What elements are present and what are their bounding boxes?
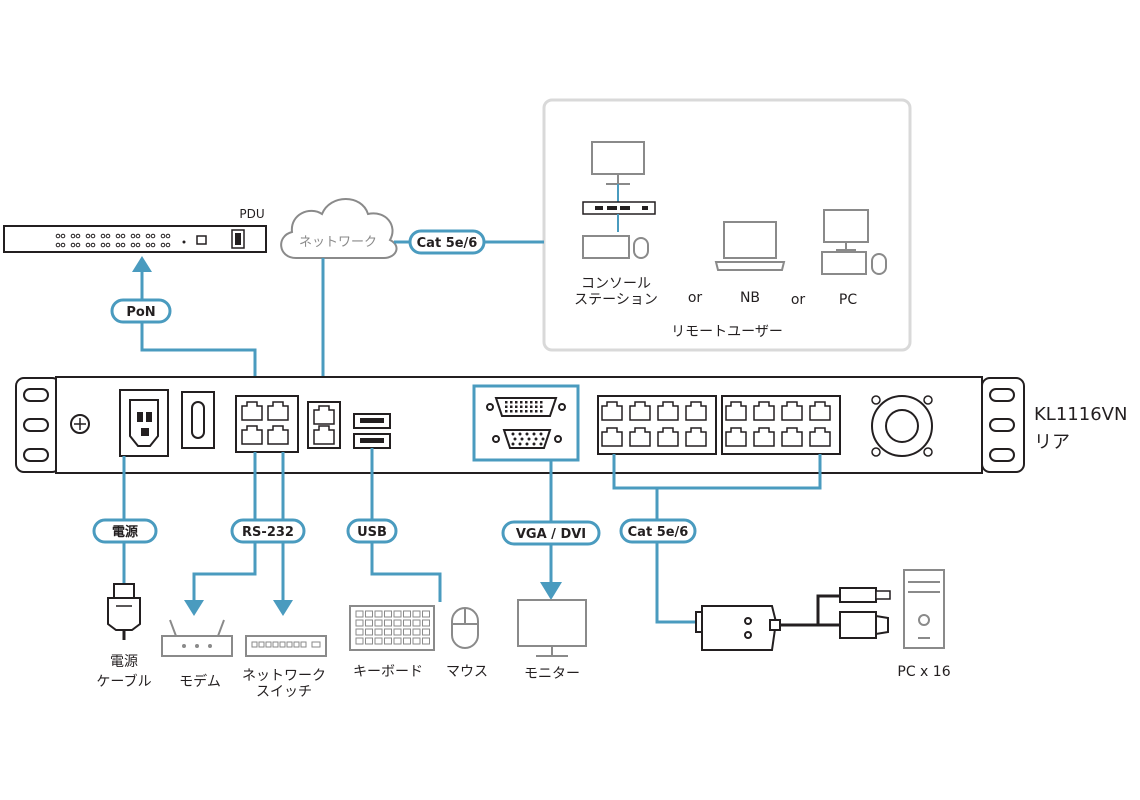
kvm-rear-panel: [15, 376, 1025, 474]
power-switch-icon: [181, 391, 215, 449]
remote-users-label: リモートユーザー: [671, 324, 783, 340]
rj45-port-icon: [657, 401, 679, 421]
rj45-port-icon: [725, 401, 747, 421]
pc-count-label: PC x 16: [897, 664, 950, 680]
console-station-label-2: ステーション: [574, 292, 658, 308]
rj45-port-icon: [753, 427, 775, 447]
pdu-device: PDU: [3, 207, 267, 253]
rj45-port-icon: [753, 401, 775, 421]
keyboard-icon: [349, 605, 435, 651]
rj45-port-icon: [313, 425, 335, 445]
monitor-label: モニター: [524, 666, 580, 682]
pc-label: PC: [839, 292, 857, 308]
network-ports: [313, 405, 335, 445]
fan-icon: [871, 395, 933, 457]
pon-pill-label: PoN: [126, 305, 155, 320]
usb-pill-label: USB: [357, 525, 387, 540]
rs232-pill-label: RS-232: [242, 525, 294, 540]
rj45-port-icon: [809, 401, 831, 421]
network-switch-icon: [245, 635, 327, 657]
cat-bottom-pill-label: Cat 5e/6: [628, 525, 689, 540]
pdu-label: PDU: [239, 207, 264, 221]
ground-screw-icon: [70, 414, 90, 434]
rj45-port-icon: [313, 405, 335, 425]
console-station-label-1: コンソール: [581, 276, 651, 292]
keyboard-label: キーボード: [353, 664, 423, 680]
rs232-ports: [241, 401, 289, 445]
rj45-port-icon: [809, 427, 831, 447]
power-pill: 電源: [92, 518, 158, 544]
rj45-port-icon: [685, 427, 707, 447]
modem-icon: [161, 619, 233, 657]
network-label: ネットワーク: [299, 235, 377, 250]
rj45-port-icon: [267, 425, 289, 445]
modem-label: モデム: [179, 673, 221, 690]
power-plug-icon: [107, 583, 141, 640]
usb-ports: [353, 413, 391, 449]
network-cloud-icon: ネットワーク: [280, 198, 398, 259]
rj45-port-icon: [601, 401, 623, 421]
kvm-ports: [601, 401, 831, 447]
product-side-label: リア: [1034, 432, 1070, 453]
pdu-outlets: [55, 233, 171, 248]
product-model-label: KL1116VN: [1034, 404, 1127, 425]
cat-top-pill-label: Cat 5e/6: [417, 236, 478, 251]
remote-users-panel: コンソール ステーション or NB or PC リモートユーザー: [542, 98, 912, 352]
rj45-port-icon: [781, 427, 803, 447]
rj45-port-icon: [601, 427, 623, 447]
nb-label: NB: [740, 290, 760, 306]
kvm-adapter-cable-icon: [695, 587, 891, 651]
rj45-port-icon: [781, 401, 803, 421]
rj45-port-icon: [629, 427, 651, 447]
dvi-port-icon: [486, 397, 566, 417]
or-label-2: or: [791, 292, 806, 308]
power-cable-label-1: 電源: [110, 654, 138, 670]
pc-tower-icon: [903, 569, 945, 649]
network-switch-label-2: スイッチ: [256, 684, 312, 700]
rj45-port-icon: [657, 427, 679, 447]
rj45-port-icon: [267, 401, 289, 421]
usb-pill: USB: [346, 518, 398, 544]
desktop-pc-icon: [821, 209, 887, 275]
mouse-icon: [451, 607, 479, 649]
vga-dvi-pill: VGA / DVI: [501, 520, 601, 546]
rj45-port-icon: [725, 427, 747, 447]
laptop-icon: [714, 221, 786, 271]
pon-pill: PoN: [110, 298, 172, 324]
vga-dvi-pill-label: VGA / DVI: [516, 527, 586, 542]
cat-bottom-pill: Cat 5e/6: [619, 518, 697, 544]
power-cable-label-2: ケーブル: [96, 673, 151, 690]
or-label-1: or: [688, 290, 703, 306]
rj45-port-icon: [629, 401, 651, 421]
rs232-pill: RS-232: [230, 518, 306, 544]
rj45-port-icon: [685, 401, 707, 421]
rj45-port-icon: [241, 401, 263, 421]
vga-port-icon: [492, 429, 562, 449]
monitor-icon: [517, 599, 587, 657]
power-pill-label: 電源: [112, 524, 138, 540]
power-inlet-icon: [119, 389, 169, 457]
rj45-port-icon: [241, 425, 263, 445]
mouse-label: マウス: [446, 664, 488, 680]
rack-ear-hole-icon: [23, 388, 49, 402]
network-switch-label-1: ネットワーク: [242, 668, 326, 684]
console-station-icon: [582, 141, 656, 259]
cat-top-pill: Cat 5e/6: [408, 229, 486, 255]
